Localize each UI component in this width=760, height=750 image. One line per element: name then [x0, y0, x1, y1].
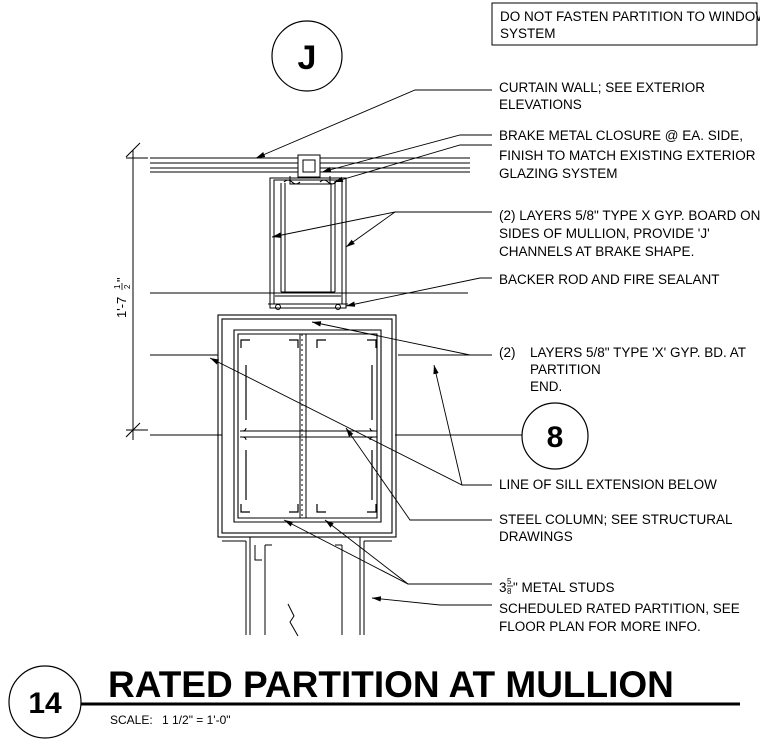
gyp-layers-note: (2) LAYERS 5/8" TYPE X GYP. BOARD ON 3 S… [499, 208, 760, 259]
gyp-layers-line-1: (2) LAYERS 5/8" TYPE X GYP. BOARD ON 3 [499, 208, 760, 223]
sill-line-note: LINE OF SILL EXTENSION BELOW [499, 477, 717, 492]
studs-whole: 3 [499, 580, 507, 595]
steel-column [240, 334, 377, 518]
metal-studs [240, 339, 377, 513]
steel-column-note: STEEL COLUMN; SEE STRUCTURAL DRAWINGS [499, 512, 733, 544]
dimension-text: 1'-7 1 2 " [113, 277, 132, 318]
studs-frac-den: 8 [507, 587, 512, 596]
gyp-layers-line-2: SIDES OF MULLION, PROVIDE 'J' [499, 226, 710, 241]
partition-end-line-1: LAYERS 5/8" TYPE 'X' GYP. BD. AT [530, 345, 746, 360]
scale-value: 1 1/2" = 1'-0" [162, 713, 231, 727]
detail-number-circle [8, 665, 82, 739]
dimension-frac-den: 2 [123, 284, 132, 289]
scale-label: SCALE: [110, 713, 153, 727]
no-fasten-note: DO NOT FASTEN PARTITION TO WINDOW SYSTEM [491, 2, 760, 46]
brake-metal-note: BRAKE METAL CLOSURE @ EA. SIDE, FINISH T… [499, 128, 756, 181]
rated-partition-line-2: FLOOR PLAN FOR MORE INFO. [499, 619, 701, 634]
studs-note: 3 5 8 " METAL STUDS [499, 577, 615, 596]
detail-number: 14 [28, 687, 62, 720]
studs-rest: " METAL STUDS [513, 580, 615, 595]
steel-column-line-2: DRAWINGS [499, 529, 573, 544]
no-fasten-line-1: DO NOT FASTEN PARTITION TO WINDOW [500, 9, 760, 24]
brake-metal-line-2: FINISH TO MATCH EXISTING EXTERIOR [499, 148, 756, 163]
dimension-mark: " [114, 277, 129, 282]
steel-column-line-1: STEEL COLUMN; SEE STRUCTURAL [499, 512, 733, 527]
detail-reference-8: 8 [521, 402, 589, 470]
dimension-main: 1'-7 [114, 297, 129, 318]
detail-ref-circle [521, 402, 589, 470]
brake-metal-line-3: GLAZING SYSTEM [499, 166, 618, 181]
rated-partition-line-1: SCHEDULED RATED PARTITION, SEE [499, 601, 740, 616]
rated-partition-note: SCHEDULED RATED PARTITION, SEE FLOOR PLA… [499, 601, 740, 634]
partition-end-note: (2) LAYERS 5/8" TYPE 'X' GYP. BD. AT PAR… [499, 345, 746, 394]
grid-tag-j: J [271, 20, 343, 92]
sill-line-text: LINE OF SILL EXTENSION BELOW [499, 477, 717, 492]
detail-ref-label: 8 [547, 421, 564, 454]
no-fasten-line-2: SYSTEM [500, 26, 556, 41]
overall-dimension [125, 142, 148, 440]
brake-metal-line-1: BRAKE METAL CLOSURE @ EA. SIDE, [499, 128, 743, 143]
mullion-gyp-box [268, 177, 348, 310]
partition-end-line-3: END. [530, 379, 562, 394]
curtain-wall-note: CURTAIN WALL; SEE EXTERIOR ELEVATIONS [499, 80, 705, 112]
title-block: 14 RATED PARTITION AT MULLION SCALE: 1 1… [8, 664, 740, 739]
backer-rod-note: BACKER ROD AND FIRE SEALANT [499, 272, 720, 287]
leaders [209, 89, 492, 606]
studs-frac-num: 5 [507, 577, 512, 586]
curtain-wall-line-2: ELEVATIONS [499, 97, 582, 112]
backer-rod-line: BACKER ROD AND FIRE SEALANT [499, 272, 720, 287]
partition-end-line-2: PARTITION [530, 362, 601, 377]
rated-partition [218, 536, 396, 637]
grid-tag-circle [271, 20, 343, 92]
partition-end-prefix: (2) [499, 345, 516, 360]
curtain-wall-line-1: CURTAIN WALL; SEE EXTERIOR [499, 80, 705, 95]
steel-column-enclosure [217, 314, 397, 538]
grid-tag-label: J [298, 39, 317, 77]
dimension-frac-num: 1 [113, 284, 122, 289]
detail-title: RATED PARTITION AT MULLION [108, 664, 674, 705]
reference-lines [150, 292, 522, 436]
note-box [491, 2, 758, 46]
gyp-layers-line-3: CHANNELS AT BRAKE SHAPE. [499, 244, 694, 259]
